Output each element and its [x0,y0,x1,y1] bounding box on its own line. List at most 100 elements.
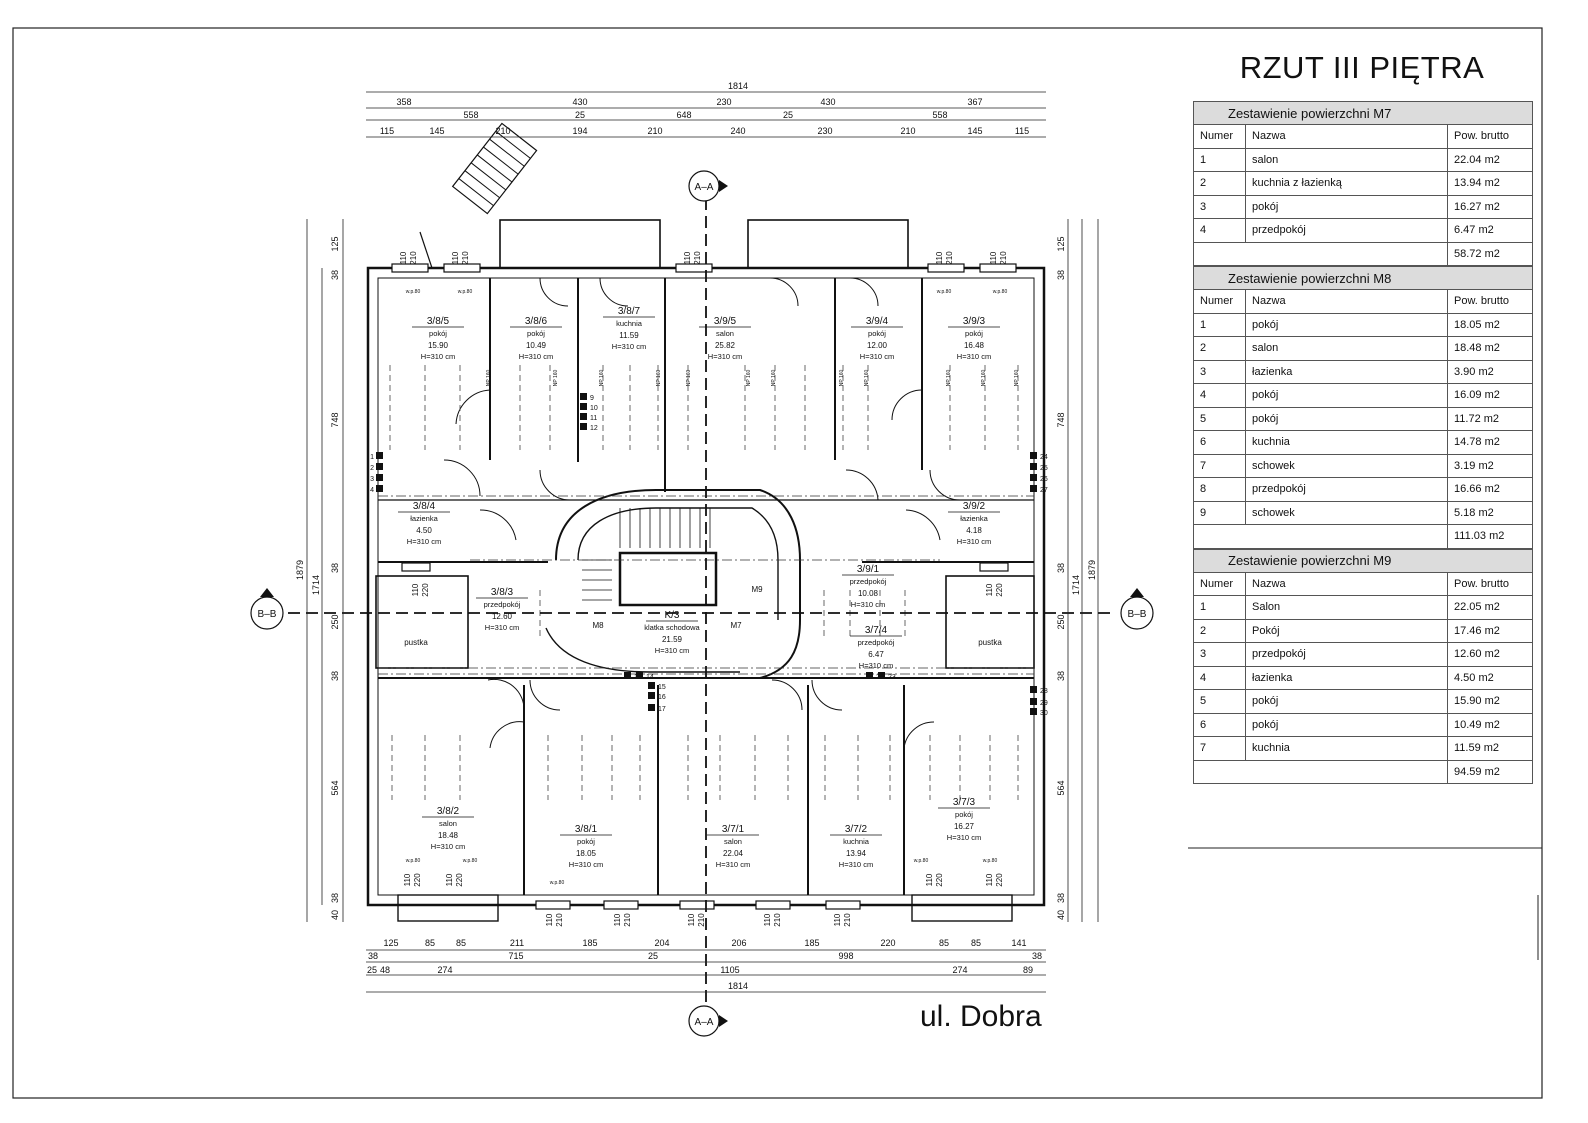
riser-number: 9 [590,395,594,402]
riser-number: 25 [1040,465,1048,472]
room-height: H=310 cm [519,352,553,361]
dim-bottom-row1: 141 [1011,938,1026,948]
heating-note: NP 160 [981,369,987,386]
dim-top-row3: 210 [647,126,662,136]
room-area: 12.00 [867,341,888,350]
room-number: 3/9/4 [866,316,889,327]
dim-side-left: 40 [330,910,340,920]
riser-marker [648,704,655,711]
riser-marker [1030,474,1037,481]
col-header: Numer [1193,571,1246,596]
opening-width: 110 [985,873,994,886]
room-height: H=310 cm [839,860,873,869]
col-header: Pow. brutto [1446,124,1534,149]
room-area: 4.50 [416,526,432,535]
dim-bottom-row1: 85 [425,938,435,948]
room-area: 21.59 [662,635,683,644]
opening-width: 110 [411,583,420,596]
riser-marker [1030,698,1037,705]
room-height: H=310 cm [407,537,441,546]
riser-number: 10 [590,405,598,412]
opening-width: 110 [445,873,454,886]
opening-width: 110 [687,913,696,926]
opening-width: 110 [451,251,460,264]
dim-bottom-row2: 38 [1032,951,1042,961]
schedule-title: Zestawienie powierzchni M7 [1192,101,1534,125]
room-area: 18.48 [438,831,459,840]
dim-top-row3: 240 [730,126,745,136]
total-value: 58.72 m2 [1446,241,1534,266]
riser-marker [376,463,383,470]
section-lines [288,198,1116,1002]
door-swings [443,277,961,749]
col-header: Numer [1193,124,1246,149]
riser-number: 26 [1040,476,1048,483]
riser-marker [580,423,587,430]
col-header: Nazwa [1245,571,1448,596]
room-name: pokój [429,329,447,338]
void-label-left: pustka [404,638,428,647]
room-number: K/3 [664,610,679,621]
unit-mark-m8: M8 [592,621,604,630]
opening-width: 110 [613,913,622,926]
room-number: 3/9/2 [963,501,986,512]
room-number: 3/7/3 [953,797,976,808]
riser-marker [580,403,587,410]
col-header: Numer [1193,289,1246,314]
room-area: 15.90 [428,341,449,350]
opening-height: 210 [693,251,702,265]
dim-bottom-row3: 25 [367,965,377,975]
room-height: H=310 cm [947,833,981,842]
unit-mark-m7: M7 [730,621,742,630]
heating-note: NP 160 [839,369,845,386]
room-height: H=310 cm [431,842,465,851]
dim-side-left: 38 [330,563,340,573]
dim-right-outer: 1879 [1087,560,1097,580]
riser-number: 23 [888,674,896,681]
dim-top-row3: 145 [429,126,444,136]
total-row: 94.59 m2 [1193,759,1534,784]
room-name: pokój [955,810,973,819]
col-header: Nazwa [1245,124,1448,149]
room-height: H=310 cm [716,860,750,869]
windows [391,263,1017,910]
window-sill-note: w.p.80 [550,880,565,886]
opening-width: 110 [985,583,994,596]
dim-bottom-row1: 204 [654,938,669,948]
dim-top-row3: 210 [495,126,510,136]
window-sill-note: w.p.80 [983,858,998,864]
dim-side-right: 564 [1056,780,1066,795]
dim-side-right: 38 [1056,563,1066,573]
riser-marker [648,682,655,689]
opening-height: 220 [995,873,1004,887]
room-height: H=310 cm [957,352,991,361]
riser-marker [580,413,587,420]
room-name: przedpokój [484,600,521,609]
dim-bottom-row2: 38 [368,951,378,961]
schedule-title: Zestawienie powierzchni M8 [1192,266,1534,290]
schedule-title: Zestawienie powierzchni M9 [1192,548,1534,573]
window-sill-note: w.p.80 [937,289,952,295]
opening-height: 220 [935,873,944,887]
room-name: łazienka [960,514,988,523]
riser-number: 11 [590,415,597,422]
riser-marker [376,474,383,481]
opening-height: 210 [843,913,852,927]
riser-number: 15 [658,684,666,691]
section-marker-b-left: B–B [250,588,284,630]
riser-number: 4 [370,487,374,494]
